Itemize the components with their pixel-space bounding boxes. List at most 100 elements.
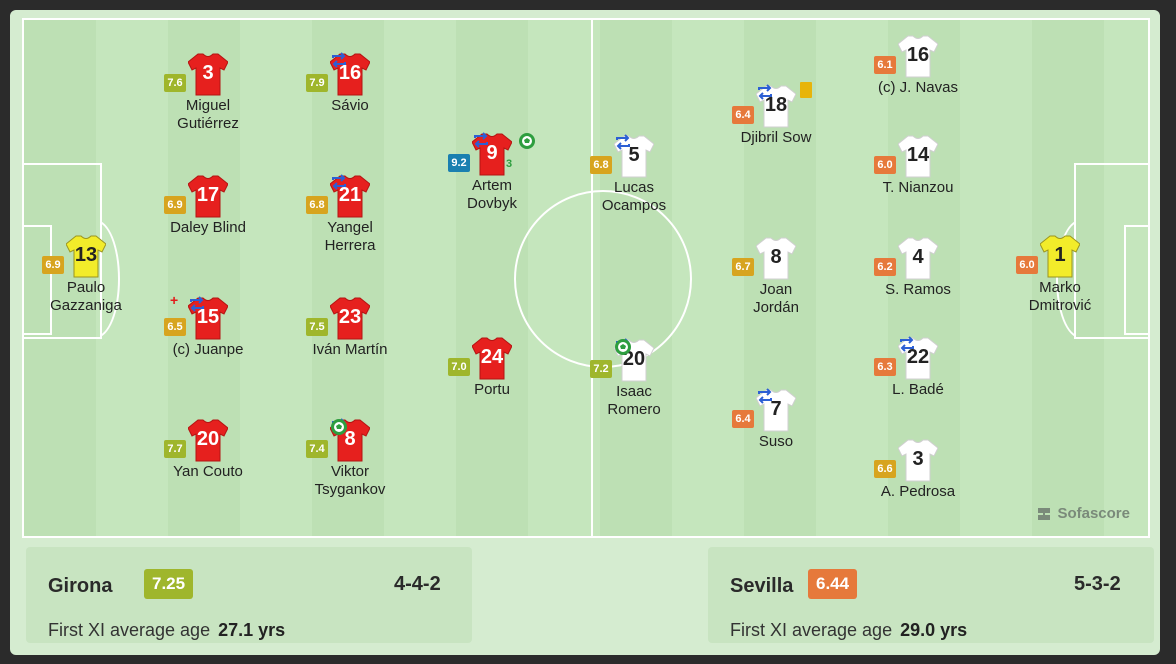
- jersey-number: 7: [770, 398, 782, 420]
- jersey-number: 20: [196, 428, 220, 450]
- player-name: Isaac: [616, 383, 652, 400]
- player-rating: 6.0: [1016, 256, 1038, 274]
- player-rating: 7.6: [164, 74, 186, 92]
- player-name: Dovbyk: [466, 195, 518, 212]
- home-team-rating: 7.25: [144, 569, 194, 599]
- goal-ball-icon: [615, 339, 631, 355]
- player-rating: 6.0: [874, 156, 896, 174]
- away-team-rating: 6.44: [808, 569, 858, 599]
- player-rating: 6.9: [42, 256, 64, 274]
- away-team-name[interactable]: Sevilla: [730, 575, 794, 597]
- home-team-name[interactable]: Girona: [48, 575, 113, 597]
- player-name: Marko: [1039, 279, 1081, 296]
- player-rating: 7.4: [306, 440, 328, 458]
- player-name: Ocampos: [601, 197, 667, 214]
- player-rating: 6.7: [732, 258, 754, 276]
- player-rating: 7.9: [306, 74, 328, 92]
- goal-ball-icon: [519, 133, 535, 149]
- player-rating: 7.0: [448, 358, 470, 376]
- player-rating: 6.2: [874, 258, 896, 276]
- jersey-number: 16: [338, 62, 362, 84]
- substitution-icon: [332, 52, 346, 68]
- jersey-number: 8: [344, 428, 356, 450]
- player-name: S. Ramos: [885, 281, 951, 298]
- jersey-number: 20: [622, 348, 646, 370]
- player-rating: 7.5: [306, 318, 328, 336]
- player-name: Tsygankov: [314, 481, 386, 498]
- player-name: Viktor: [330, 463, 370, 480]
- player-rating: 7.2: [590, 360, 612, 378]
- player-name: (c) Juanpe: [172, 341, 244, 358]
- player-name: Suso: [758, 433, 794, 450]
- substitution-icon: [190, 296, 204, 312]
- jersey-number: 5: [628, 144, 640, 166]
- jersey-number: 1: [1054, 244, 1066, 266]
- jersey-number: 3: [912, 448, 924, 470]
- substitution-icon: [758, 388, 772, 404]
- jersey-number: 16: [906, 44, 930, 66]
- player-name: Iván Martín: [312, 341, 388, 358]
- jersey-number: 13: [74, 244, 98, 266]
- injury-icon: +: [170, 292, 179, 308]
- player-name: Gutiérrez: [177, 115, 239, 132]
- jersey-number: 14: [906, 144, 930, 166]
- player-name: Portu: [474, 381, 510, 398]
- player-name: Djibril Sow: [740, 129, 812, 146]
- jersey-number: 21: [338, 184, 362, 206]
- yellow-card-icon: [800, 82, 812, 98]
- goal-ball-icon: [331, 419, 347, 435]
- substitution-icon: [758, 84, 772, 100]
- player-rating: 6.6: [874, 460, 896, 478]
- player-rating: 7.7: [164, 440, 186, 458]
- jersey-number: 15: [196, 306, 220, 328]
- player-name: Dmitrović: [1028, 297, 1092, 314]
- away-player[interactable]: 4 6.2 S. Ramos: [858, 236, 978, 298]
- player-name: Gazzaniga: [50, 297, 122, 314]
- player-rating: 6.8: [590, 156, 612, 174]
- jersey-number: 8: [770, 246, 782, 268]
- player-name: T. Nianzou: [882, 179, 954, 196]
- jersey-number: 23: [338, 306, 362, 328]
- goal-count: 3: [506, 158, 513, 170]
- jersey-number: 4: [912, 246, 924, 268]
